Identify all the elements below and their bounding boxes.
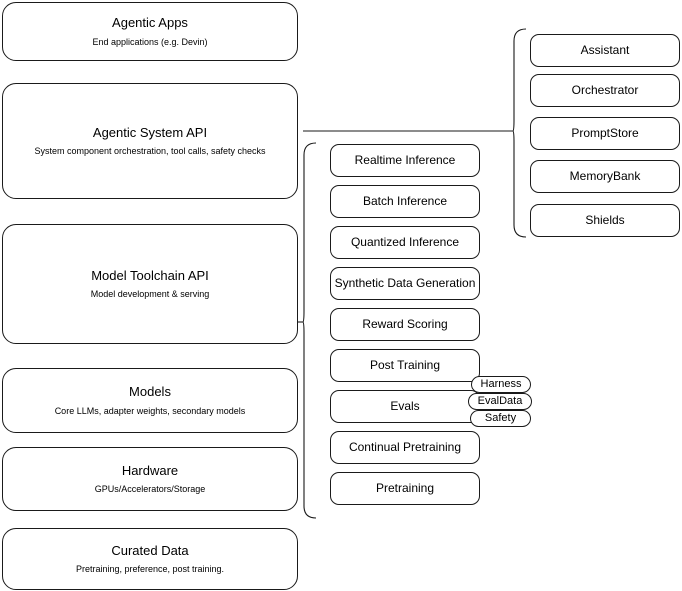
badge-harness[interactable]: Harness: [471, 376, 531, 393]
component-promptstore[interactable]: PromptStore: [530, 117, 680, 150]
component-label: Assistant: [580, 43, 630, 57]
layer-title: Model Toolchain API: [91, 267, 209, 283]
layer-title: Agentic Apps: [112, 15, 188, 31]
layer-subtitle: Pretraining, preference, post training.: [75, 564, 225, 574]
component-label: Evals: [390, 399, 420, 413]
badge-label: Harness: [480, 378, 522, 390]
component-orchestrator[interactable]: Orchestrator: [530, 74, 680, 107]
badge-label: EvalData: [477, 395, 523, 407]
brace-toolchain-components: [302, 142, 317, 519]
badge-label: Safety: [484, 412, 517, 424]
layer-title: Models: [129, 384, 171, 400]
layer-subtitle: Model development & serving: [90, 289, 210, 299]
layer-model-toolchain-api[interactable]: Model Toolchain API Model development & …: [2, 224, 298, 344]
component-label: Continual Pretraining: [348, 440, 462, 454]
brace-agentic-components: [512, 28, 527, 238]
component-continual-pretraining[interactable]: Continual Pretraining: [330, 431, 480, 464]
component-post-training[interactable]: Post Training: [330, 349, 480, 382]
component-memorybank[interactable]: MemoryBank: [530, 160, 680, 193]
layer-agentic-system-api[interactable]: Agentic System API System component orch…: [2, 83, 298, 199]
layer-models[interactable]: Models Core LLMs, adapter weights, secon…: [2, 368, 298, 433]
component-quantized-inference[interactable]: Quantized Inference: [330, 226, 480, 259]
layer-curated-data[interactable]: Curated Data Pretraining, preference, po…: [2, 528, 298, 590]
layer-subtitle: Core LLMs, adapter weights, secondary mo…: [54, 405, 246, 416]
component-label: Batch Inference: [362, 194, 448, 208]
component-pretraining[interactable]: Pretraining: [330, 472, 480, 505]
layer-title: Curated Data: [111, 542, 189, 558]
component-label: Post Training: [369, 358, 441, 372]
component-synthetic-data-generation[interactable]: Synthetic Data Generation: [330, 267, 480, 300]
component-label: Pretraining: [375, 481, 435, 495]
component-evals[interactable]: Evals: [330, 390, 480, 423]
component-label: Quantized Inference: [350, 235, 460, 249]
badge-safety[interactable]: Safety: [470, 410, 531, 427]
component-label: Realtime Inference: [354, 153, 456, 167]
component-shields[interactable]: Shields: [530, 204, 680, 237]
layer-title: Hardware: [121, 462, 179, 478]
component-label: Synthetic Data Generation: [334, 276, 476, 290]
layer-hardware[interactable]: Hardware GPUs/Accelerators/Storage: [2, 447, 298, 511]
layer-subtitle: GPUs/Accelerators/Storage: [94, 484, 206, 494]
layer-subtitle: System component orchestration, tool cal…: [34, 146, 266, 156]
component-realtime-inference[interactable]: Realtime Inference: [330, 144, 480, 177]
layer-agentic-apps[interactable]: Agentic Apps End applications (e.g. Devi…: [2, 2, 298, 61]
component-label: MemoryBank: [569, 169, 641, 183]
badge-evaldata[interactable]: EvalData: [468, 393, 532, 410]
layer-subtitle: End applications (e.g. Devin): [92, 36, 208, 47]
component-label: PromptStore: [571, 126, 639, 140]
layer-title: Agentic System API: [92, 124, 208, 140]
component-label: Shields: [585, 213, 625, 227]
component-assistant[interactable]: Assistant: [530, 34, 680, 67]
component-batch-inference[interactable]: Batch Inference: [330, 185, 480, 218]
component-reward-scoring[interactable]: Reward Scoring: [330, 308, 480, 341]
component-label: Reward Scoring: [362, 317, 448, 331]
component-label: Orchestrator: [571, 83, 639, 97]
